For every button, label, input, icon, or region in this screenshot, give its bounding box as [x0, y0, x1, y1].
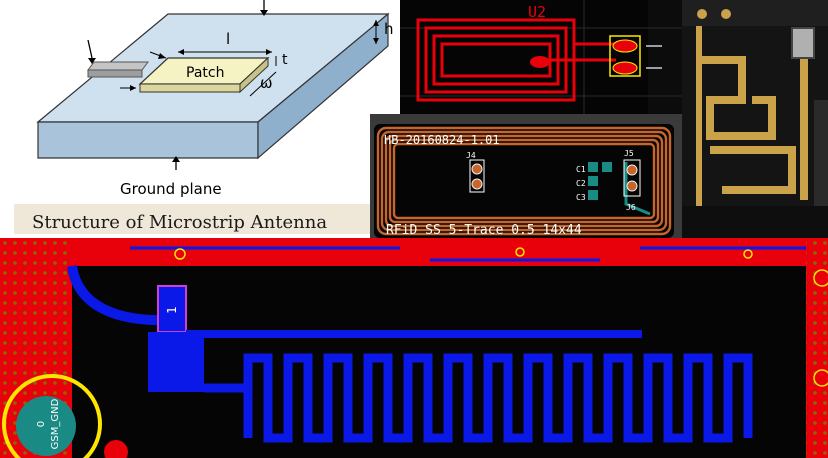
ref-c2: C2	[576, 179, 586, 188]
rfid-smd-components	[588, 162, 612, 200]
substrate-front	[37, 121, 259, 159]
dim-w-line	[249, 71, 277, 97]
substrate-side	[257, 12, 389, 160]
microstrip-diagram: l t h ω Patch Ground plane Structure of …	[14, 0, 400, 234]
rfid-board: HB-20160824-1.01 RFiD SS 5-Trace 0.5 14x…	[370, 114, 682, 248]
top-arrowhead	[260, 10, 268, 16]
smd-component	[791, 27, 815, 59]
dim-h-label: h	[384, 20, 394, 38]
gold-antenna-photo	[682, 0, 828, 246]
patch-label: Patch	[186, 65, 224, 81]
microstrip-diagram-panel: l t h ω Patch Ground plane Structure of …	[0, 0, 400, 238]
gsm-pcb-panel: 0 GSM_GND 1	[0, 238, 828, 458]
dim-l-label: l	[226, 30, 230, 48]
rfid-top-label: HB-20160824-1.01	[384, 133, 500, 147]
right-copper-pour	[806, 238, 828, 458]
cap-pad-2	[612, 61, 638, 75]
patch-front	[139, 83, 241, 93]
patch-side	[239, 56, 269, 94]
pcb-u2-panel: U2	[400, 0, 682, 116]
gold-meander-trace	[699, 40, 808, 200]
gold-antenna-photo-panel	[682, 0, 828, 246]
pad-number: 1	[165, 306, 179, 314]
feed-arrow	[87, 39, 93, 59]
pcb-u2-board: U2	[400, 0, 682, 116]
caption: Structure of Microstrip Antenna	[32, 212, 327, 233]
gsm-gnd-via-pad	[16, 396, 76, 456]
caption-band	[14, 204, 400, 234]
rfid-coil-traces	[376, 126, 672, 236]
dim-t-label: t	[282, 52, 288, 68]
ref-j4: J4	[466, 151, 476, 160]
u2-designator: U2	[528, 3, 546, 21]
feed-line	[87, 61, 149, 71]
gsm-gnd-via-ring	[2, 374, 102, 458]
ref-c1: C1	[576, 165, 586, 174]
feed-curve-trace	[67, 265, 171, 326]
dim-w-label: ω	[260, 74, 273, 92]
gsm-board: 0 GSM_GND 1	[0, 238, 828, 458]
ref-c3: C3	[576, 193, 586, 202]
antenna-feed-block	[148, 332, 204, 392]
gold-trace-left	[696, 26, 702, 206]
feed-line-front	[87, 69, 143, 78]
via-label-bottom: GSM_GND	[50, 398, 61, 449]
ground-arrowhead	[172, 156, 180, 162]
ref-j6: J6	[626, 203, 636, 212]
bottom-via	[104, 440, 128, 458]
via-label-top: 0	[36, 421, 47, 427]
rfid-pcb-panel: HB-20160824-1.01 RFiD SS 5-Trace 0.5 14x…	[370, 114, 682, 248]
ground-plane-label: Ground plane	[120, 180, 222, 198]
feed-arrowhead	[88, 58, 96, 64]
cap-outline	[609, 35, 641, 77]
cap-pad-1	[612, 39, 638, 53]
ref-j5: J5	[624, 149, 634, 158]
via-pad	[530, 56, 550, 68]
rfid-bottom-label: RFiD SS 5-Trace 0.5 14x44	[386, 223, 582, 238]
meander-antenna-trace	[243, 353, 753, 443]
